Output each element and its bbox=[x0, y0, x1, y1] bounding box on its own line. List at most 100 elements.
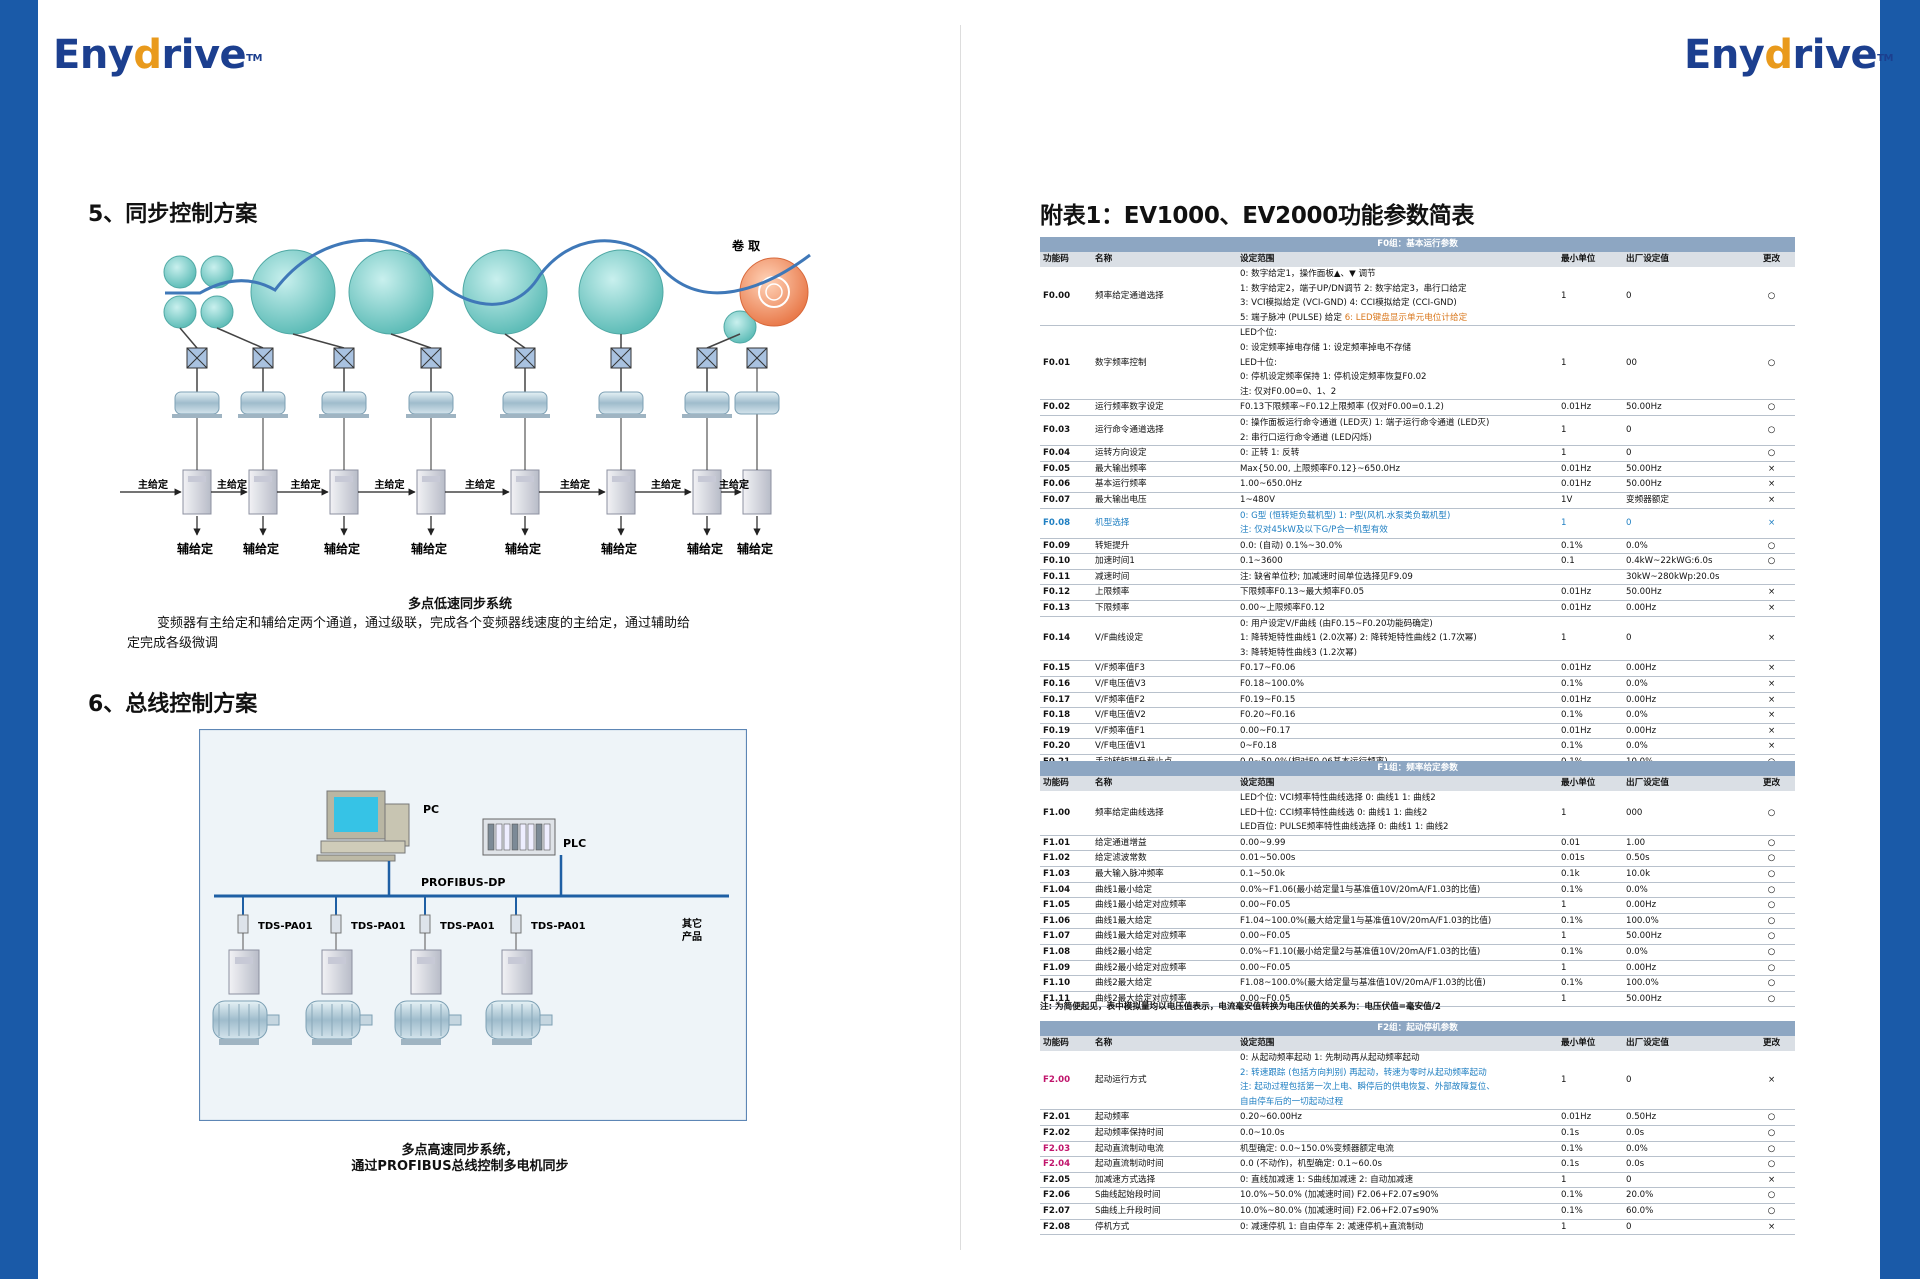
main-setpoint-label: 主给定 bbox=[217, 478, 247, 491]
param-unit: 1 bbox=[1558, 616, 1623, 662]
param-code: F0.02 bbox=[1040, 399, 1092, 416]
param-code: F1.09 bbox=[1040, 960, 1092, 977]
profibus-node bbox=[237, 914, 249, 934]
param-unit: 1 bbox=[1558, 928, 1623, 945]
param-unit: 0.1% bbox=[1558, 738, 1623, 755]
section5-paragraph: 变频器有主给定和辅给定两个通道，通过级联，完成各个变频器线速度的主给定，通过辅助… bbox=[157, 616, 691, 631]
param-default: 0.00Hz bbox=[1623, 692, 1748, 709]
param-code: F0.12 bbox=[1040, 584, 1092, 602]
param-name: 机型选择 bbox=[1092, 508, 1237, 539]
param-range: 0.00~F0.17 bbox=[1237, 723, 1558, 740]
param-modifiable: ○ bbox=[1748, 553, 1796, 570]
param-code: F1.08 bbox=[1040, 944, 1092, 961]
param-unit: 1 bbox=[1558, 325, 1623, 401]
param-range: Max{50.00, 上限频率F0.12}~650.0Hz bbox=[1237, 461, 1558, 478]
roller bbox=[578, 249, 664, 335]
bus-label: PROFIBUS-DP bbox=[421, 876, 506, 889]
param-code: F0.13 bbox=[1040, 600, 1092, 617]
param-code: F1.06 bbox=[1040, 913, 1092, 930]
param-default: 100.0% bbox=[1623, 913, 1748, 930]
param-default: 0 bbox=[1623, 1051, 1748, 1111]
motor bbox=[734, 391, 780, 415]
param-default: 1.00 bbox=[1623, 835, 1748, 852]
param-range: 机型确定: 0.0~150.0%变频器额定电流 bbox=[1237, 1141, 1558, 1158]
other-products-label: 其它 bbox=[682, 917, 702, 930]
node-label: TDS-PA01 bbox=[531, 921, 586, 932]
enydrive-logo: EnydriveTM bbox=[53, 32, 262, 78]
param-name: 下限频率 bbox=[1092, 600, 1237, 617]
node-label: TDS-PA01 bbox=[440, 921, 495, 932]
param-modifiable: ○ bbox=[1748, 415, 1796, 447]
param-code: F2.02 bbox=[1040, 1125, 1092, 1142]
right-edge-bar bbox=[1880, 0, 1920, 1279]
sync-control-diagram: 卷 取 辅给定辅给定辅给定辅给定辅给定辅给定辅给定辅给定主给定主给定主给定主给定… bbox=[120, 238, 811, 556]
param-name: 曲线1最大给定对应频率 bbox=[1092, 928, 1237, 945]
param-unit: 0.01Hz bbox=[1558, 399, 1623, 416]
param-unit: 0.1% bbox=[1558, 975, 1623, 992]
param-range: 0.0 (不动作)，机型确定: 0.1~60.0s bbox=[1237, 1156, 1558, 1173]
param-range: F1.04~100.0%(最大给定量1与基准值10V/20mA/F1.03的比值… bbox=[1237, 913, 1558, 930]
param-name: 曲线2最小给定对应频率 bbox=[1092, 960, 1237, 977]
roller bbox=[462, 249, 548, 335]
other-products-label-2: 产品 bbox=[682, 930, 702, 943]
param-unit: 0.01Hz bbox=[1558, 1109, 1623, 1126]
param-code: F0.01 bbox=[1040, 325, 1092, 401]
winder-label: 卷 取 bbox=[731, 238, 760, 253]
param-name: 上限频率 bbox=[1092, 584, 1237, 602]
aux-setpoint-label: 辅给定 bbox=[505, 541, 541, 556]
material-web bbox=[165, 238, 811, 306]
param-default: 50.00Hz bbox=[1623, 928, 1748, 945]
param-default: 0 bbox=[1623, 415, 1748, 447]
aux-setpoint-label: 辅给定 bbox=[411, 541, 447, 556]
column-header: 名称 bbox=[1092, 1036, 1237, 1051]
param-name: 加速时间1 bbox=[1092, 553, 1237, 570]
roller bbox=[200, 255, 234, 289]
param-modifiable: × bbox=[1748, 508, 1796, 539]
param-unit: 0.1% bbox=[1558, 1187, 1623, 1204]
param-range: 0.00~F0.05 bbox=[1237, 928, 1558, 945]
param-modifiable: × bbox=[1748, 584, 1796, 602]
param-modifiable: ○ bbox=[1748, 791, 1796, 836]
param-code: F2.01 bbox=[1040, 1109, 1092, 1126]
param-modifiable: ○ bbox=[1748, 399, 1796, 416]
param-code: F2.05 bbox=[1040, 1172, 1092, 1189]
param-range: 0: 操作面板运行命令通道 (LED灭) 1: 端子运行命令通道 (LED灭) … bbox=[1237, 415, 1558, 447]
param-range: 0.00~F0.05 bbox=[1237, 897, 1558, 914]
param-code: F0.03 bbox=[1040, 415, 1092, 447]
param-name: 给定滤波常数 bbox=[1092, 850, 1237, 867]
param-default: 0 bbox=[1623, 1172, 1748, 1189]
column-header: 更改 bbox=[1748, 776, 1796, 791]
param-default: 0 bbox=[1623, 508, 1748, 539]
winder-roll bbox=[739, 257, 809, 327]
param-range: 0.00~F0.05 bbox=[1237, 960, 1558, 977]
param-modifiable: × bbox=[1748, 676, 1796, 693]
param-name: 起动频率 bbox=[1092, 1109, 1237, 1126]
param-range: LED个位: VCI频率特性曲线选择 0: 曲线1 1: 曲线2 LED十位: … bbox=[1237, 791, 1558, 836]
param-code: F0.16 bbox=[1040, 676, 1092, 693]
param-unit: 0.1% bbox=[1558, 913, 1623, 930]
param-default: 0 bbox=[1623, 1219, 1748, 1236]
param-modifiable: ○ bbox=[1748, 882, 1796, 899]
param-name: 频率给定通道选择 bbox=[1092, 267, 1237, 327]
param-default: 0.0s bbox=[1623, 1156, 1748, 1173]
column-header: 出厂设定值 bbox=[1623, 1036, 1748, 1051]
